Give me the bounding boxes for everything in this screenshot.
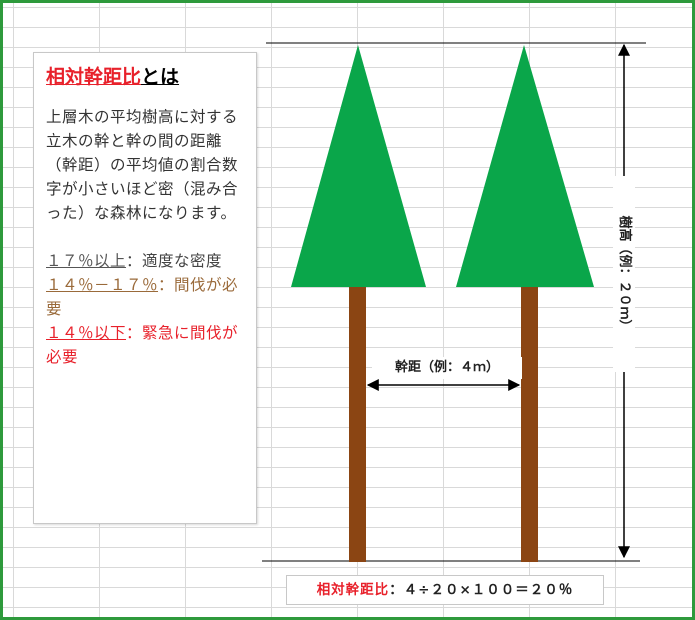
level-mid-range: １４％－１７％ — [46, 276, 159, 294]
title-suffix: とは — [141, 66, 180, 88]
panel-title: 相対幹距比とは — [46, 63, 244, 91]
panel-description: 上層木の平均樹高に対する立木の幹と幹の間の距離（幹距）の平均値の割合数字が小さい… — [46, 108, 239, 222]
tree-right-trunk — [521, 286, 538, 562]
spacing-label: 幹距（例：４ｍ） — [372, 357, 522, 379]
level-mid: １４％－１７％：間伐が必要 — [46, 273, 244, 321]
level-high-range: １７％以上 — [46, 252, 127, 270]
level-low-text: ：緊急に間伐が必要 — [46, 324, 239, 366]
level-high: １７％以上：適度な密度 — [46, 249, 244, 273]
info-panel: 相対幹距比とは 上層木の平均樹高に対する立木の幹と幹の間の距離（幹距）の平均値の… — [33, 52, 257, 524]
level-low: １４％以下：緊急に間伐が必要 — [46, 321, 244, 369]
tree-right-foliage — [456, 45, 594, 287]
level-low-range: １４％以下 — [46, 324, 127, 342]
tree-left-trunk — [349, 286, 366, 562]
level-high-text: ：適度な密度 — [126, 252, 223, 270]
title-term: 相対幹距比 — [46, 66, 142, 88]
tree-left-foliage — [291, 45, 426, 287]
formula-expression: ：４÷２０×１００＝２０％ — [389, 582, 574, 598]
formula-term: 相対幹距比 — [316, 582, 390, 598]
level-mid-text: ：間伐が必要 — [46, 276, 239, 318]
height-label: 樹高（例：２０ｍ） — [613, 176, 635, 372]
formula-box: 相対幹距比：４÷２０×１００＝２０％ — [286, 575, 604, 605]
